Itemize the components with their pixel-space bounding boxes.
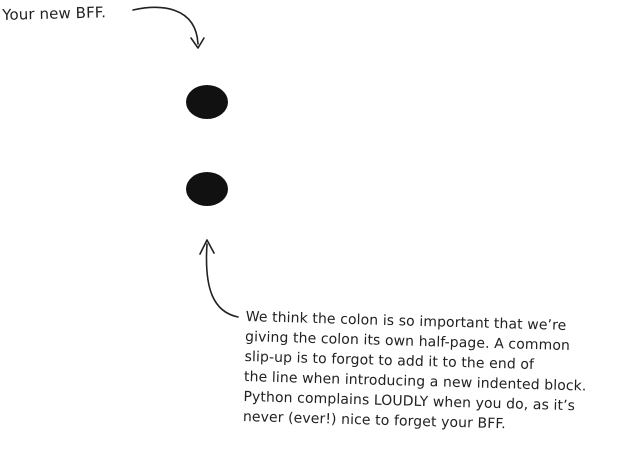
colon-explanation-note: We think the colon is so important that … — [243, 307, 638, 438]
colon-top-dot — [186, 85, 228, 119]
colon-bottom-dot — [186, 172, 228, 206]
